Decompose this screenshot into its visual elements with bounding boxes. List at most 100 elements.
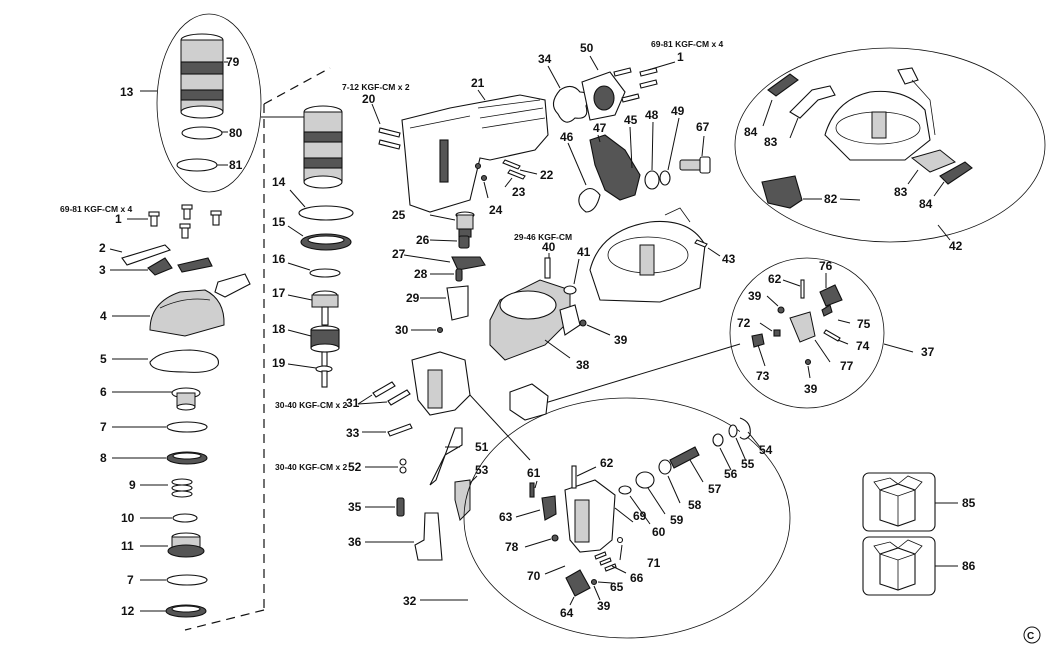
accessory-box-85 (862, 472, 936, 532)
callout-label: 3 (99, 263, 106, 277)
trigger-part (446, 285, 469, 321)
driver-housing-part (411, 351, 471, 416)
ring-part (728, 424, 738, 438)
callout-label: 79 (226, 55, 240, 69)
callout-label: 6 (100, 385, 107, 399)
ring-part (644, 170, 660, 190)
cylinder-parts (618, 459, 672, 495)
callout-label: 85 (962, 496, 976, 510)
o-ring-part (166, 574, 208, 586)
bolt-part (315, 351, 333, 388)
spring-part (396, 497, 405, 517)
screw-part (777, 306, 785, 314)
callout-label: 26 (416, 233, 430, 247)
bracket-part (121, 244, 172, 266)
pin-part (694, 239, 708, 248)
magazine-detail-oval (734, 47, 1046, 243)
callout-label: 27 (392, 247, 406, 261)
retaining-ring-part (739, 417, 751, 440)
callout-label: 25 (392, 208, 406, 222)
screw-part (616, 536, 624, 544)
torque-spec: 29-46 KGF-CM (514, 232, 572, 242)
callout-label: 35 (348, 500, 362, 514)
pin-part (544, 257, 551, 279)
pin-part (571, 465, 577, 489)
washer-part (309, 268, 341, 278)
clip-part (214, 273, 251, 298)
callout-label: 81 (229, 158, 243, 172)
magazine-detail-group (734, 47, 1046, 243)
callout-label: 29 (406, 291, 420, 305)
valve-stem-part (455, 211, 475, 238)
callout-label: 34 (538, 52, 552, 66)
callout-label: 75 (857, 317, 871, 331)
head-cap-part (149, 289, 225, 337)
callout-label: 73 (756, 369, 770, 383)
callout-label: 64 (560, 606, 574, 620)
callout-label: 66 (630, 571, 644, 585)
nose-detail-group (463, 397, 791, 639)
callout-label: 86 (962, 559, 976, 573)
spring-part (458, 235, 470, 249)
block-part (773, 329, 781, 337)
seal-ring-part (165, 604, 207, 618)
screw-set-top (613, 67, 658, 103)
callout-label: 36 (348, 535, 362, 549)
air-fitting-part (679, 156, 711, 174)
callout-label: 32 (403, 594, 417, 608)
callout-label: 58 (688, 498, 702, 512)
callout-label: 24 (489, 203, 503, 217)
cylinder-detail-group (140, 13, 262, 193)
washer-part (563, 285, 577, 295)
copyright-mark: C (1027, 631, 1034, 642)
valve-part (171, 387, 201, 411)
screw-part (579, 319, 587, 327)
callout-label: 51 (475, 440, 489, 454)
nose-assembly-part (509, 383, 549, 421)
cylinder-detail-oval (156, 13, 262, 193)
callout-label: 42 (949, 239, 963, 253)
driver-guide-part (310, 325, 340, 353)
callout-label: 67 (696, 120, 710, 134)
callout-label: 83 (764, 135, 778, 149)
pad-part (177, 257, 213, 273)
callout-label: 54 (759, 443, 773, 457)
cylinder-cap-part (581, 71, 626, 121)
callout-label: 80 (229, 126, 243, 140)
seal-part (166, 451, 208, 465)
lever-part (451, 256, 486, 271)
nose-body-part (564, 479, 616, 553)
callout-label: 18 (272, 322, 286, 336)
spring-part (669, 446, 700, 469)
spring-part (171, 478, 193, 498)
callout-label: 2 (99, 241, 106, 255)
callout-label: 50 (580, 41, 594, 55)
gasket-part (149, 349, 219, 373)
callout-label: 31 (346, 396, 360, 410)
callout-label: 72 (737, 316, 751, 330)
callout-label: 48 (645, 108, 659, 122)
callout-label: 45 (624, 113, 638, 127)
grip-pad-part (767, 73, 799, 97)
callout-label: 65 (610, 580, 624, 594)
adjuster-part (454, 479, 471, 521)
spring-washer-part (578, 187, 601, 213)
callout-label: 57 (708, 482, 722, 496)
callout-label: 9 (129, 478, 136, 492)
pin-part (529, 482, 535, 498)
piston-ring-part (300, 233, 352, 251)
washer-part (172, 513, 198, 523)
callout-label: 84 (919, 197, 933, 211)
callout-label: 30 (395, 323, 409, 337)
grip-pad-part (939, 161, 973, 185)
callout-label: 5 (100, 352, 107, 366)
latch-part (819, 284, 843, 307)
callout-label: 17 (272, 286, 286, 300)
latch-detail-group (729, 257, 914, 409)
accessory-box-86 (862, 536, 936, 596)
callout-label: 74 (856, 339, 870, 353)
callout-label: 76 (819, 259, 833, 273)
magazine-housing-part (489, 279, 581, 361)
callout-label: 21 (471, 76, 485, 90)
